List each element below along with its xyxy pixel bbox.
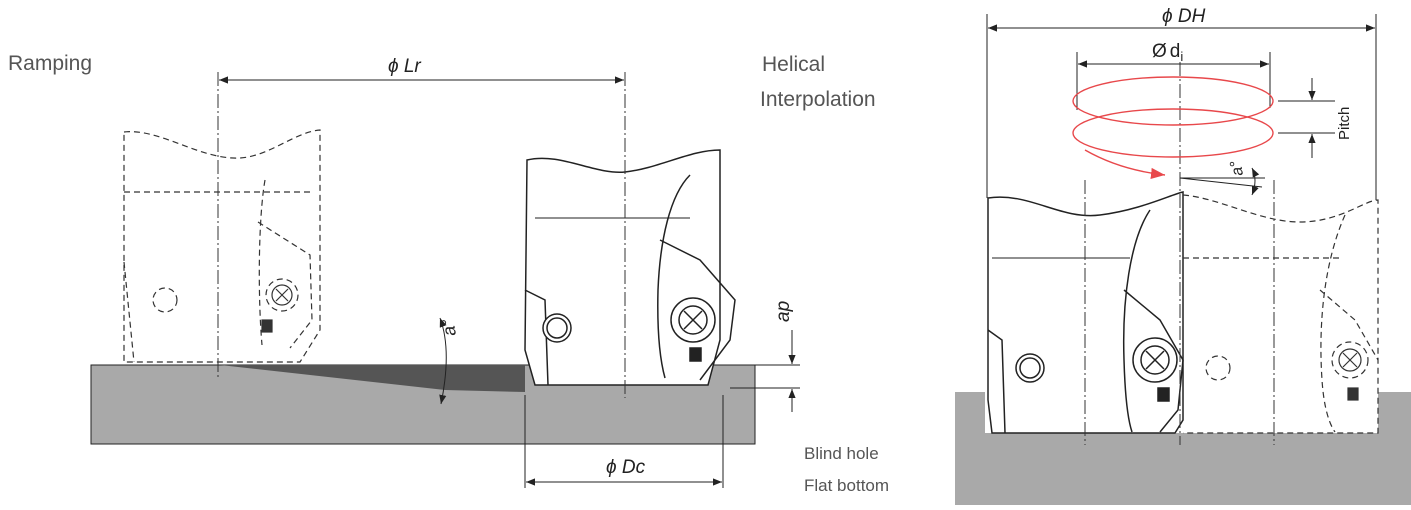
ramping-view xyxy=(90,72,800,488)
helical-ghost-cutter xyxy=(1182,194,1379,434)
di-base: d xyxy=(1170,41,1181,62)
helical-ghost-screw xyxy=(1338,348,1362,401)
ramp-alpha-label: a° xyxy=(437,317,460,337)
helix-angle-arc xyxy=(1251,167,1260,196)
svg-text:Ødi: Ødi xyxy=(1152,41,1183,64)
ramp-cut-wedge xyxy=(220,365,525,392)
dh-label: ϕ DH xyxy=(1162,6,1206,27)
interpolation-title: Interpolation xyxy=(760,88,876,111)
helical-view xyxy=(955,14,1411,505)
helical-workpiece-bottom xyxy=(955,433,1411,505)
ramping-title: Ramping xyxy=(8,52,93,75)
pitch-label: Pitch xyxy=(1336,107,1353,140)
di-symbol: Ø xyxy=(1152,41,1167,62)
dc-label: ϕ Dc xyxy=(606,457,646,478)
di-subscript: i xyxy=(1180,49,1183,64)
helix-path xyxy=(1072,76,1274,158)
blind-hole-label: Blind hole xyxy=(804,444,879,463)
solid-cutter xyxy=(524,149,736,386)
ramp-angle-arc xyxy=(439,317,447,405)
ghost-cutter xyxy=(123,129,321,363)
lr-label: ϕ Lr xyxy=(388,56,421,77)
helical-title: Helical xyxy=(762,53,826,76)
helix-entry-arrow xyxy=(1084,149,1166,180)
helix-angle-line-b xyxy=(1179,177,1263,188)
ghost-insert-screw xyxy=(261,284,293,333)
ap-label: ap xyxy=(773,301,794,322)
flat-bottom-label: Flat bottom xyxy=(804,476,890,495)
helix-alpha-label: a° xyxy=(1227,159,1247,178)
